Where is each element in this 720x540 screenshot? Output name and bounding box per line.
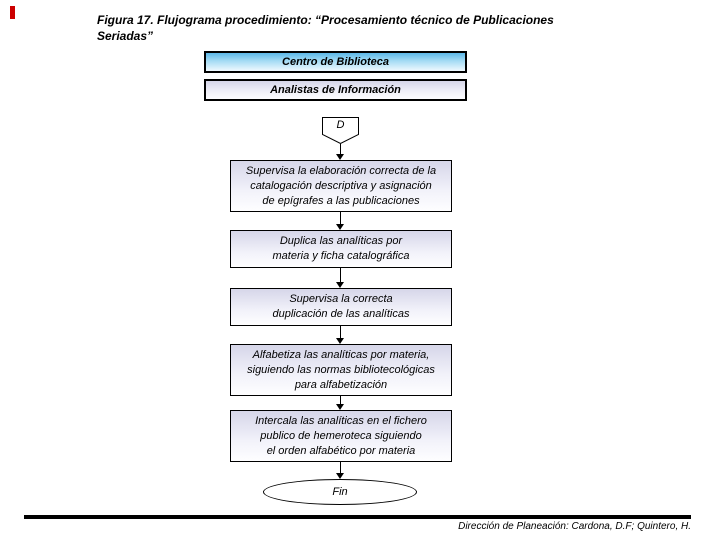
header-box-label: Centro de Biblioteca bbox=[282, 56, 389, 68]
process-step-box: Supervisa la elaboración correcta de la … bbox=[230, 160, 452, 212]
process-step-text: Supervisa la elaboración correcta de la … bbox=[245, 164, 437, 207]
process-step-box: Duplica las analíticas por materia y fic… bbox=[230, 230, 452, 268]
process-step-text: Duplica las analíticas por materia y fic… bbox=[272, 235, 410, 262]
offpage-connector-label: D bbox=[336, 119, 345, 131]
flow-arrow bbox=[336, 212, 345, 230]
process-step-text: Supervisa la correcta duplicación de las… bbox=[272, 293, 410, 320]
offpage-connector-shape bbox=[322, 117, 359, 144]
process-step-box: Intercala las analíticas en el fichero p… bbox=[230, 410, 452, 462]
header-box-centro-de-biblioteca: Centro de Biblioteca bbox=[204, 51, 467, 73]
red-accent-mark bbox=[10, 6, 15, 19]
flow-arrow bbox=[336, 396, 345, 410]
process-step-text: Intercala las analíticas en el fichero p… bbox=[255, 414, 427, 457]
header-box-analistas-de-informacion: Analistas de Información bbox=[204, 79, 467, 101]
flow-arrow bbox=[336, 268, 345, 288]
process-step-box: Alfabetiza las analíticas por materia, s… bbox=[230, 344, 452, 396]
footer-rule bbox=[24, 515, 691, 519]
flow-arrow bbox=[336, 144, 345, 160]
footer-credit: Dirección de Planeación: Cardona, D.F; Q… bbox=[458, 521, 691, 532]
process-step-text: Alfabetiza las analíticas por materia, s… bbox=[247, 348, 435, 391]
flow-arrow bbox=[336, 326, 345, 344]
figure-title: Figura 17. Flujograma procedimiento: “Pr… bbox=[97, 13, 554, 43]
process-step-box: Supervisa la correcta duplicación de las… bbox=[230, 288, 452, 326]
terminator-label: Fin bbox=[332, 486, 348, 498]
terminator-ellipse: Fin bbox=[263, 479, 417, 505]
header-box-label: Analistas de Información bbox=[270, 84, 401, 96]
flow-arrow bbox=[336, 462, 345, 479]
